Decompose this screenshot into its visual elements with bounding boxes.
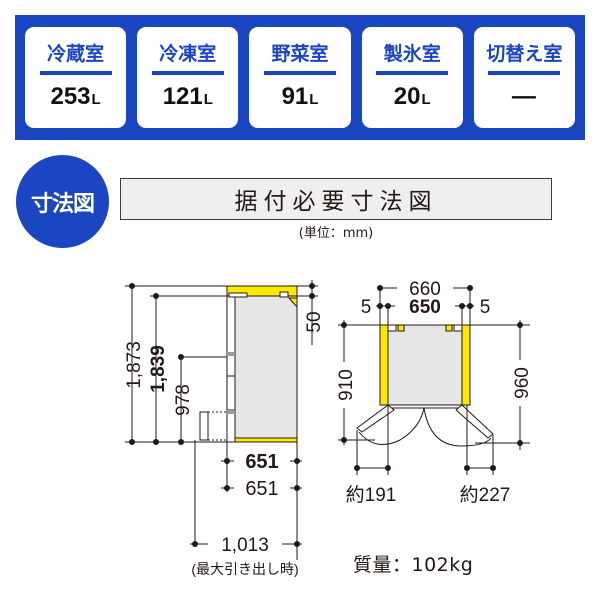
- divider: [488, 71, 561, 75]
- capacity-value: 253L: [50, 83, 101, 110]
- capacity-label: 製氷室: [383, 43, 441, 65]
- handle-height-label: 978: [173, 384, 194, 416]
- width-total-label: 660: [409, 279, 441, 300]
- depth-label: 651: [245, 478, 278, 500]
- capacity-card-freezer: 冷凍室 121L: [137, 27, 239, 128]
- door-right-swing-label: 約227: [460, 484, 511, 506]
- max-open-note: (最大引き出し時): [191, 561, 298, 577]
- capacity-label: 冷凍室: [159, 43, 217, 65]
- capacity-value: 121L: [162, 83, 213, 110]
- dimension-badge: 寸法図: [16, 155, 109, 248]
- capacity-value: 20L: [393, 83, 431, 110]
- unit-note: (単位：mm): [298, 226, 374, 241]
- side-gap-left-label: 5: [361, 297, 372, 318]
- capacity-panel: 冷蔵室 253L 冷凍室 121L 野菜室 91L 製氷室 20L 切替え室 —: [15, 15, 585, 140]
- side-gap-right-label: 5: [480, 297, 491, 318]
- divider: [39, 71, 112, 75]
- capacity-label: 切替え室: [486, 43, 563, 65]
- height-total-label: 1,873: [124, 341, 145, 389]
- height-body-label: 1,839: [148, 345, 169, 393]
- divider: [151, 71, 224, 75]
- mass-label: 質量：102kg: [353, 554, 474, 576]
- depth-open-label: 960: [512, 367, 533, 399]
- divider: [264, 71, 336, 75]
- side-view: [125, 280, 318, 560]
- door-left-swing-label: 約191: [346, 484, 397, 506]
- capacity-label: 冷蔵室: [47, 43, 105, 65]
- depth-closed-label: 910: [336, 369, 357, 401]
- capacity-label: 野菜室: [271, 43, 329, 65]
- dimension-dots: [129, 283, 315, 547]
- width-body-label: 650: [409, 297, 441, 318]
- capacity-card-switch: 切替え室 —: [473, 27, 576, 128]
- section-title: 据付必要寸法図: [120, 178, 552, 220]
- capacity-card-ice: 製氷室 20L: [361, 27, 463, 128]
- max-open-depth-label: 1,013: [221, 535, 269, 556]
- capacity-card-refrigerator: 冷蔵室 253L: [25, 27, 127, 128]
- top-clearance-label: 50: [304, 311, 325, 332]
- capacity-card-vegetable: 野菜室 91L: [249, 27, 351, 128]
- top-dimension-dots: [341, 285, 523, 471]
- divider: [376, 71, 449, 75]
- capacity-value: —: [511, 83, 536, 110]
- capacity-value: 91L: [281, 83, 319, 110]
- depth-bold-label: 651: [245, 451, 278, 473]
